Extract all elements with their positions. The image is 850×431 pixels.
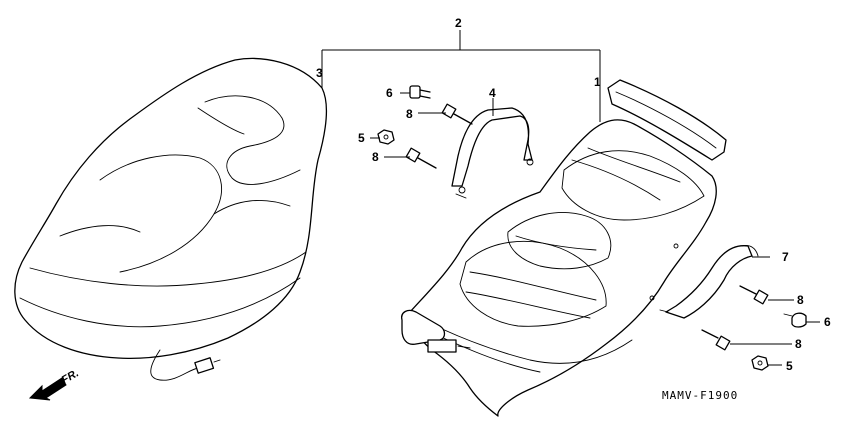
part-6-cap-nut-upper [409,85,431,99]
part-6-cap-nut-right [783,312,807,328]
callout-8-right-lower: 8 [795,337,802,351]
callout-8-right-upper: 8 [797,293,804,307]
part-8-bolt-mid [405,147,437,169]
callout-1: 1 [594,75,601,89]
callout-4: 4 [489,86,496,100]
callout-3: 3 [316,66,323,80]
callout-8-upper: 8 [406,107,413,121]
part-5-nut-upper [377,129,395,145]
seat-assembly-right [401,79,727,417]
callout-7: 7 [782,250,789,264]
leader-lines [370,92,820,366]
seat-assembly-left [14,57,327,381]
part-8-bolt-right-lower [701,329,731,351]
front-direction-arrow-icon [28,377,67,401]
front-direction-label: FR. [60,367,81,386]
callout-6-upper: 6 [386,86,393,100]
part-7-bracket [659,245,759,319]
part-8-bolt-right-upper [739,285,769,305]
part-4-bracket [451,107,534,199]
callout-5-upper: 5 [358,131,365,145]
callout-6-right: 6 [824,315,831,329]
part-5-nut-right [751,355,769,371]
callout-2: 2 [455,16,462,30]
callout-5-right: 5 [786,359,793,373]
callout-8-mid: 8 [372,150,379,164]
part-8-bolt-upper [441,103,473,125]
group-bracket-2 [321,30,601,122]
diagram-code: MAMV-F1900 [662,389,738,402]
